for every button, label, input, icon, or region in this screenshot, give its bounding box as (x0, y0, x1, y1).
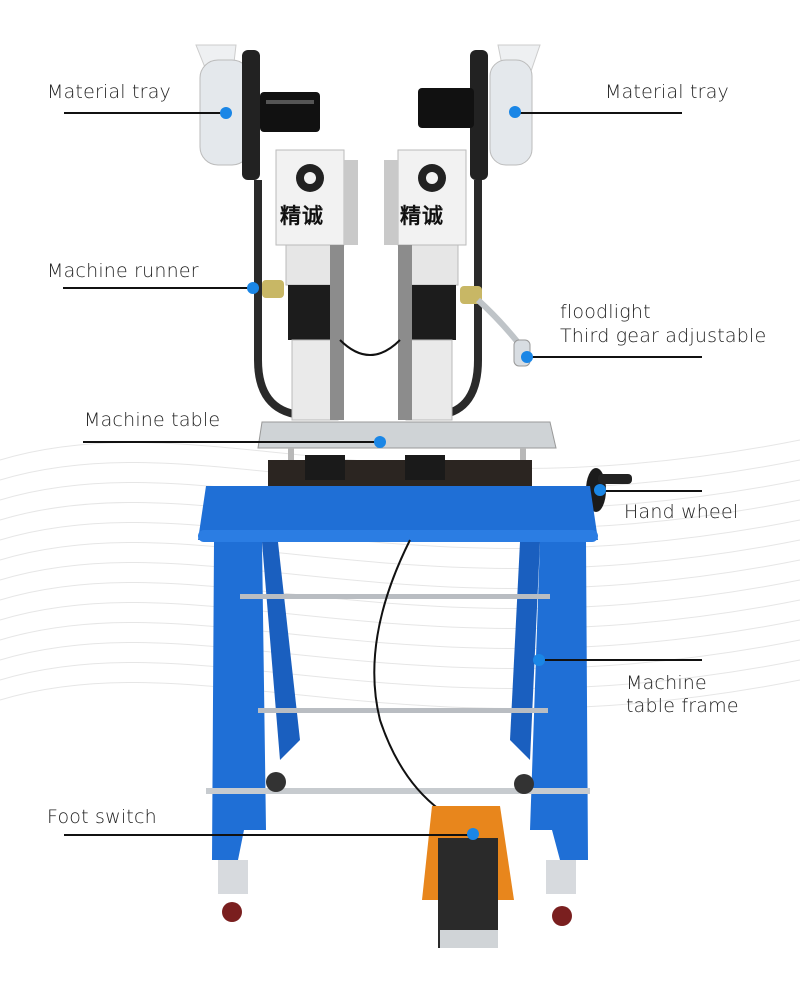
callout-dot-machine-table (374, 436, 386, 448)
brand-text-left: 精诚 (280, 204, 324, 228)
callout-label-foot-switch: Foot switch (47, 806, 157, 828)
callout-label-floodlight-line2: Third gear adjustable (560, 325, 767, 347)
callout-line-machine-runner (63, 287, 253, 289)
callout-dot-machine-runner (247, 282, 259, 294)
callout-label-machine-runner: Machine runner (47, 260, 199, 282)
callout-line-floodlight (528, 356, 702, 358)
callout-label-material-tray-left: Material tray (47, 81, 171, 103)
brand-text-right: 精诚 (400, 204, 444, 228)
callout-label-machine-table-frame-line1: Machine (626, 672, 707, 694)
callout-line-material-tray-left (64, 112, 226, 114)
callout-line-machine-table-frame (542, 659, 702, 661)
machine-head-left (262, 149, 358, 421)
callout-line-foot-switch (64, 834, 474, 836)
callout-dot-hand-wheel (594, 484, 606, 496)
callout-dot-material-tray-right (509, 106, 521, 118)
callout-line-material-tray-right (516, 112, 682, 114)
callout-dot-foot-switch (467, 828, 479, 840)
callout-dot-floodlight (521, 351, 533, 363)
callout-label-material-tray-right: Material tray (605, 81, 729, 103)
callout-line-hand-wheel (600, 490, 702, 492)
callout-dot-material-tray-left (220, 107, 232, 119)
callout-label-machine-table: Machine table (84, 409, 221, 431)
callout-label-machine-table-frame-line2: table frame (626, 695, 739, 717)
machine-head-right (384, 149, 482, 421)
callout-dot-machine-table-frame (533, 654, 545, 666)
callout-line-machine-table (83, 441, 381, 443)
callout-label-hand-wheel: Hand wheel (624, 501, 739, 523)
callout-label-floodlight-line1: floodlight (560, 301, 651, 323)
